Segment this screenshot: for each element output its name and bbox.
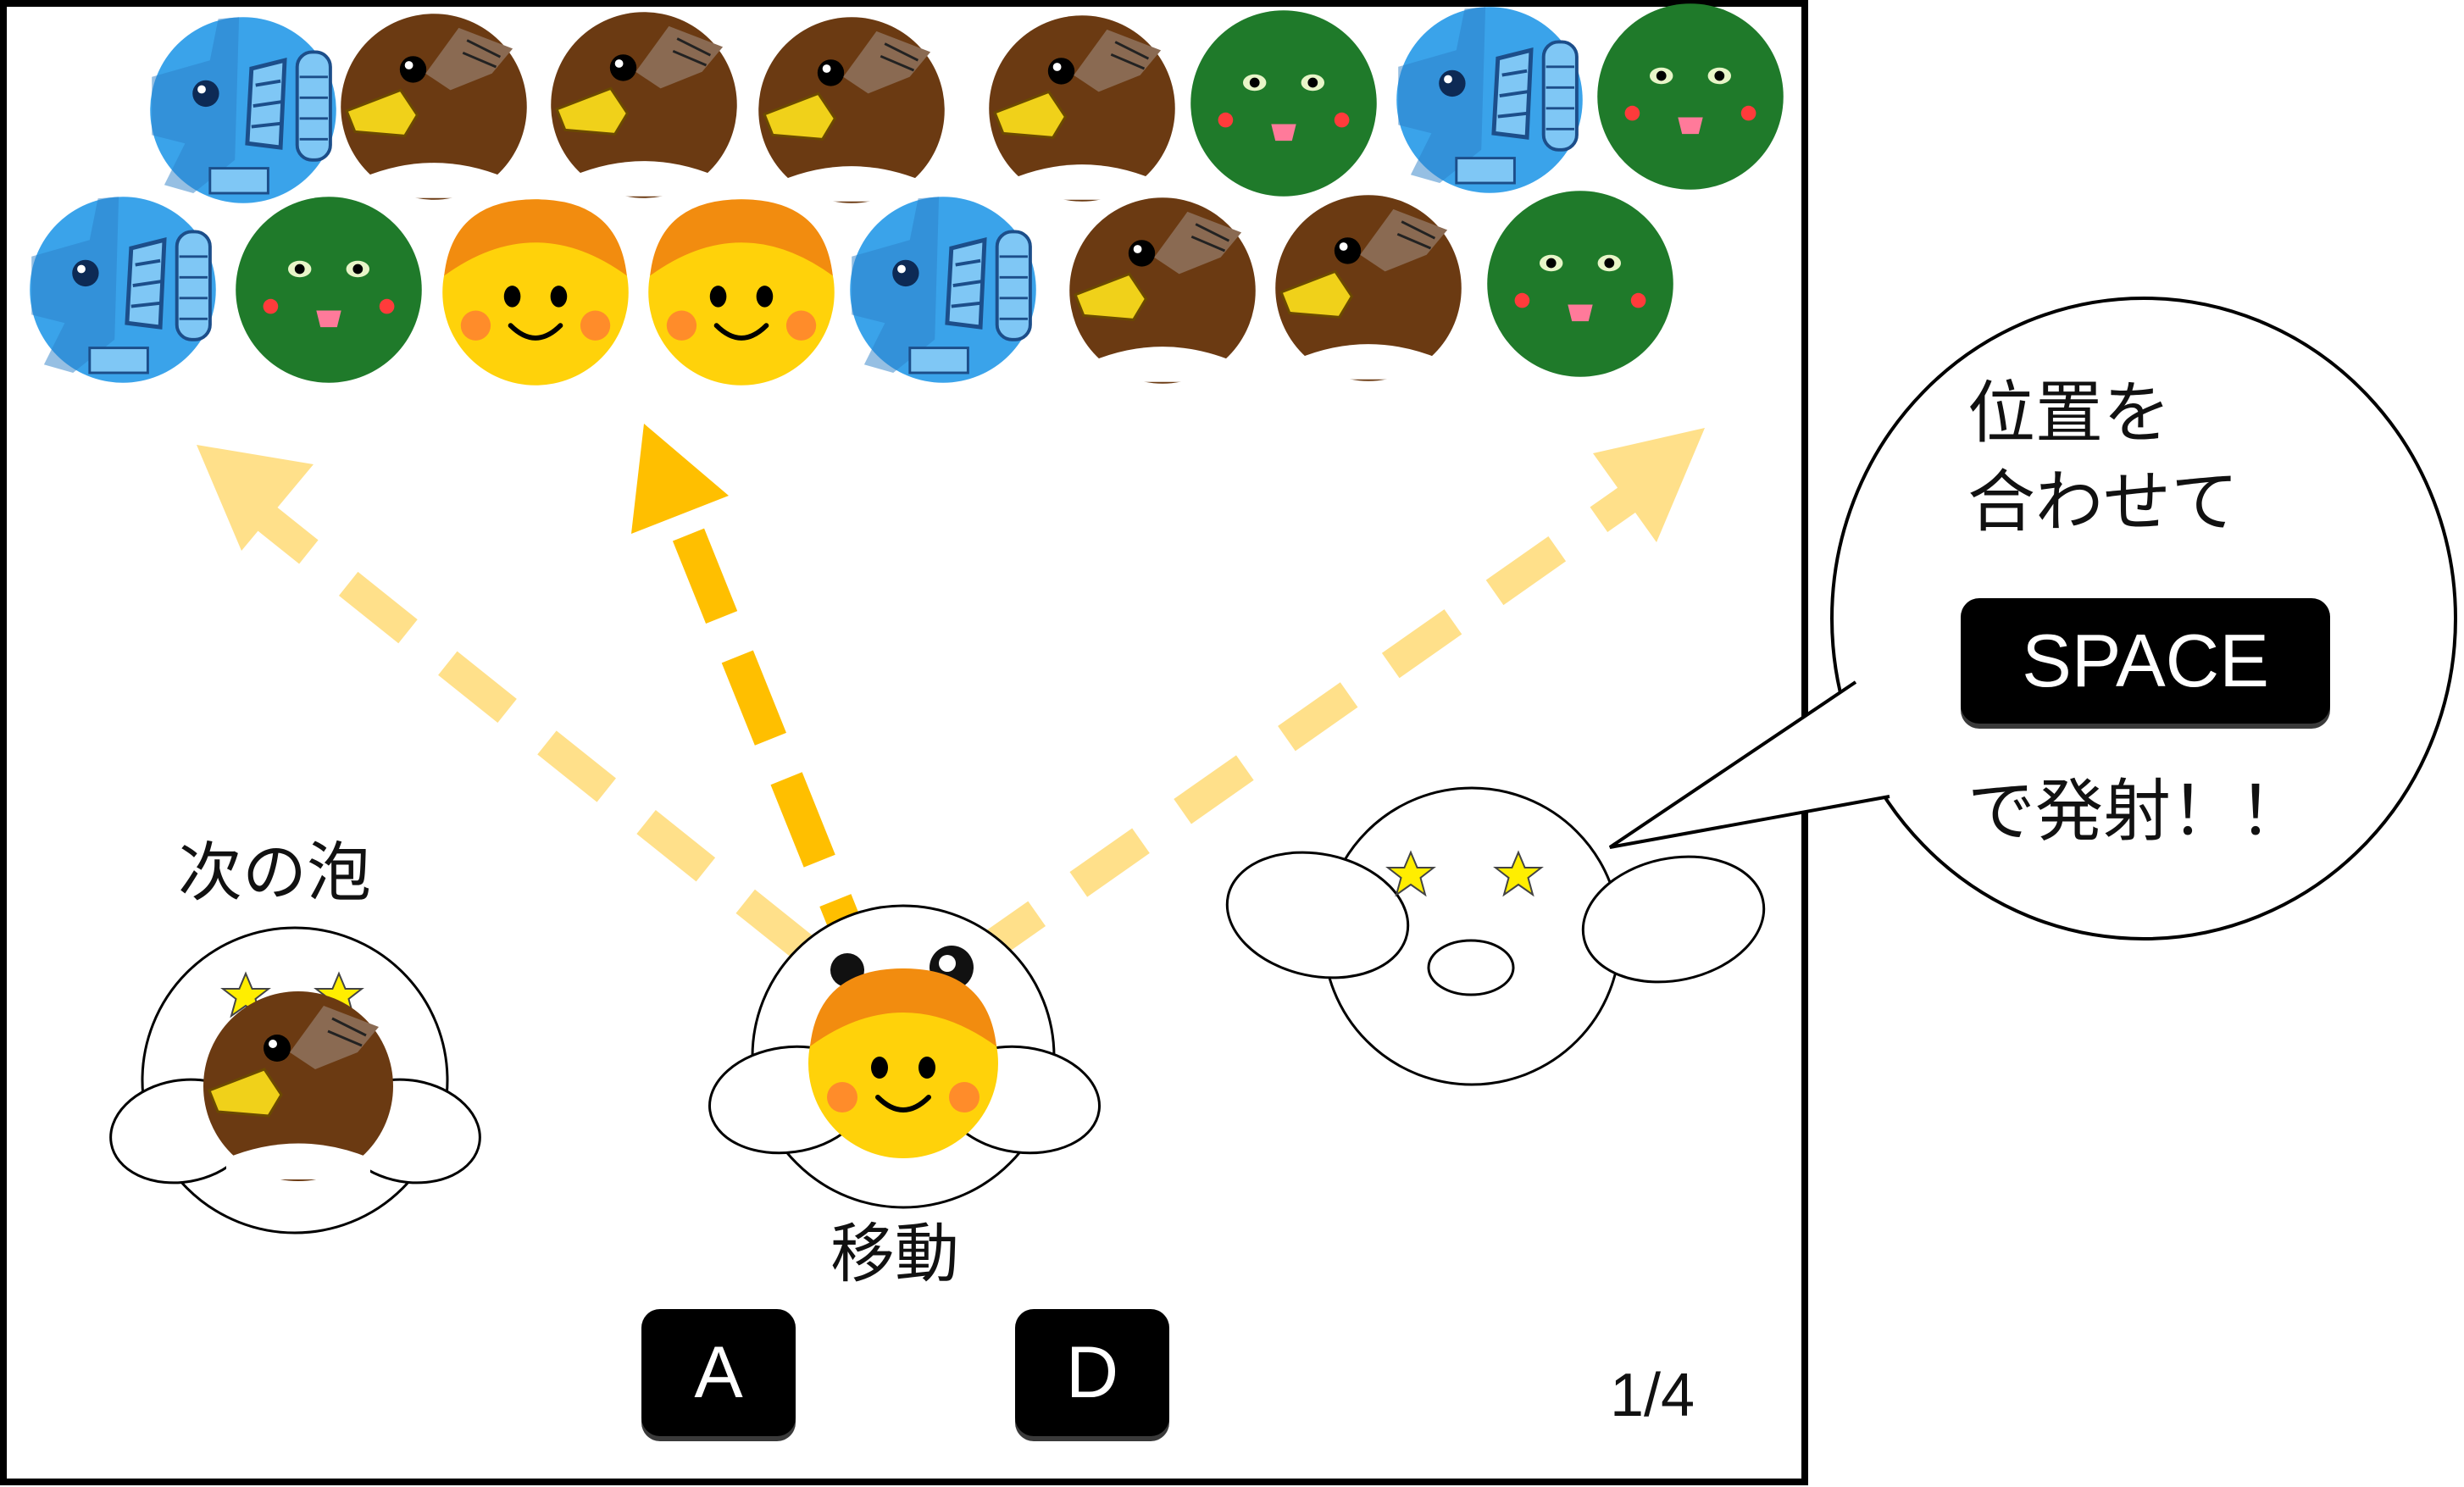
space-key[interactable]: SPACE [1961,598,2330,724]
bubble-brown-bird [549,10,739,200]
next-bubble-brown-bird [202,990,395,1183]
bubble-green-frog [1487,191,1673,377]
bubble-green-frog [1597,3,1784,190]
bubble-brown-bird [1068,196,1257,386]
speech-line-1: 位置を [1967,374,2171,452]
next-bubble-label: 次の泡 [178,835,371,910]
bubble-yellow-smiley [442,199,629,386]
move-label: 移動 [830,1216,959,1291]
move-right-key[interactable]: D [1015,1309,1169,1436]
bubble-brown-bird [1274,193,1463,383]
shooter-creature [708,904,1101,1209]
move-left-key-label: A [694,1331,743,1413]
speech-line-2: 合わせて [1967,463,2239,541]
move-left-key[interactable]: A [641,1309,796,1436]
bubble-green-frog [236,197,422,383]
current-bubble-yellow-smiley [808,968,998,1158]
page-indicator: 1/4 [1610,1362,1695,1429]
next-bubble-creature [109,926,481,1235]
aim-arrow-left [197,445,815,962]
bubble-yellow-smiley [648,199,835,386]
bubble-brown-bird [987,14,1177,203]
bubble-blue-bird [850,197,1036,383]
aim-arrow-active [631,424,885,990]
move-right-key-label: D [1065,1331,1119,1413]
bubble-brown-bird [339,12,529,202]
speaker-creature [1225,786,1766,1086]
bubble-blue-bird [150,17,336,203]
bubble-brown-bird [757,15,946,205]
bubble-green-frog [1190,10,1377,197]
bubble-blue-bird [30,197,216,383]
speech-line-3: で発射！！ [1967,772,2306,851]
space-key-label: SPACE [2022,619,2269,702]
aim-arrow-right [965,428,1705,970]
bubble-blue-bird [1396,7,1583,193]
